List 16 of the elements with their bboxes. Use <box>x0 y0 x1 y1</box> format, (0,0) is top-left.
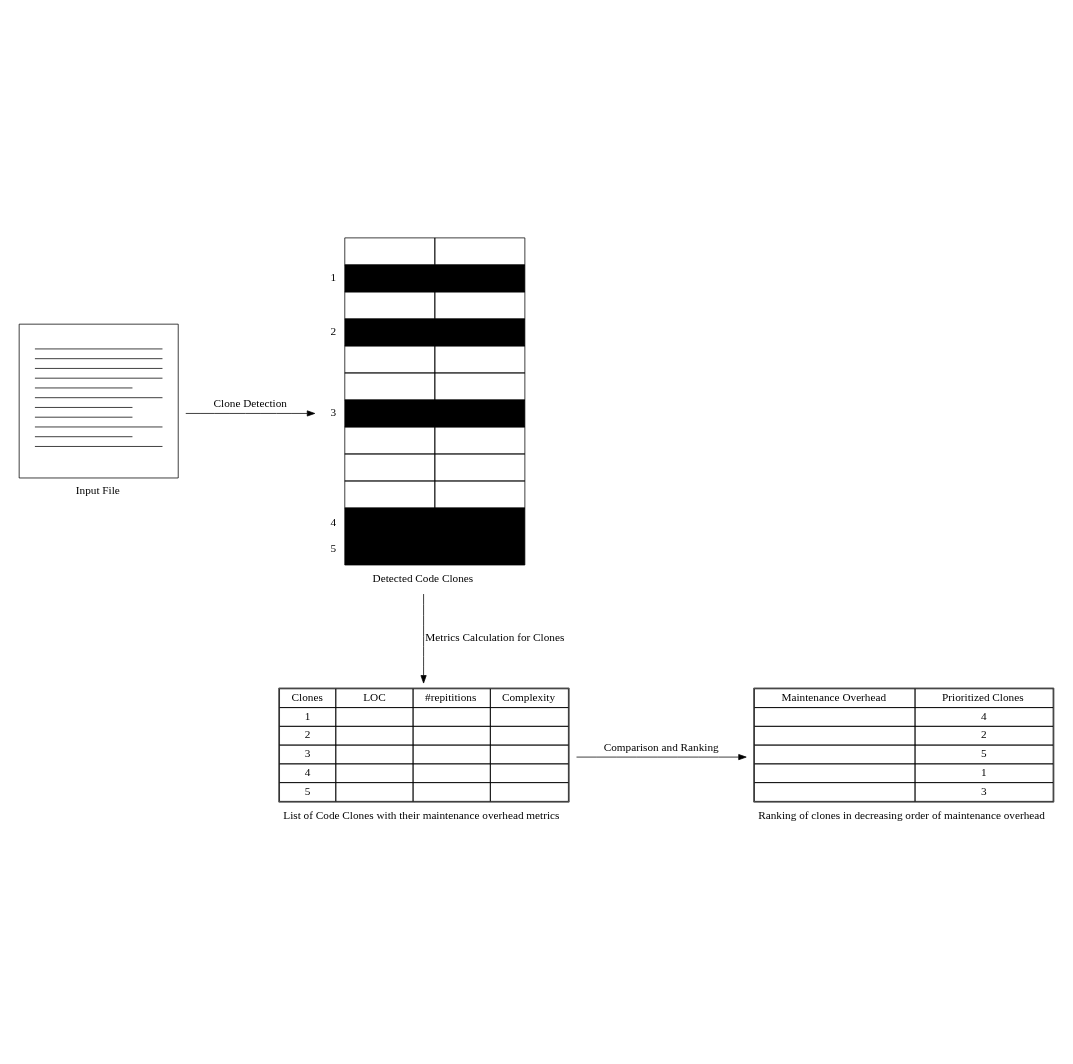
edge-label: Clone Detection <box>213 397 287 410</box>
edge-label: Metrics Calculation for Clones <box>425 631 565 644</box>
node-box <box>18 323 179 479</box>
arrow <box>576 754 747 761</box>
node-label: Input File <box>75 484 120 497</box>
node-label: 2 <box>330 325 337 338</box>
node-label: List of Code Clones with their maintenance overhead metrics <box>283 808 560 821</box>
node-label: Ranking of clones in decreasing order of maintenance overhead <box>758 808 1045 821</box>
node-label: 3 <box>330 406 337 419</box>
arrow <box>185 410 316 417</box>
node-label: 5 <box>330 542 337 555</box>
node-label: 1 <box>330 271 337 284</box>
edge-label: Comparison and Ranking <box>603 741 719 754</box>
node-label: 4 <box>330 516 337 528</box>
arrow <box>420 593 427 684</box>
node-label: Detected Code Clones <box>372 571 474 584</box>
